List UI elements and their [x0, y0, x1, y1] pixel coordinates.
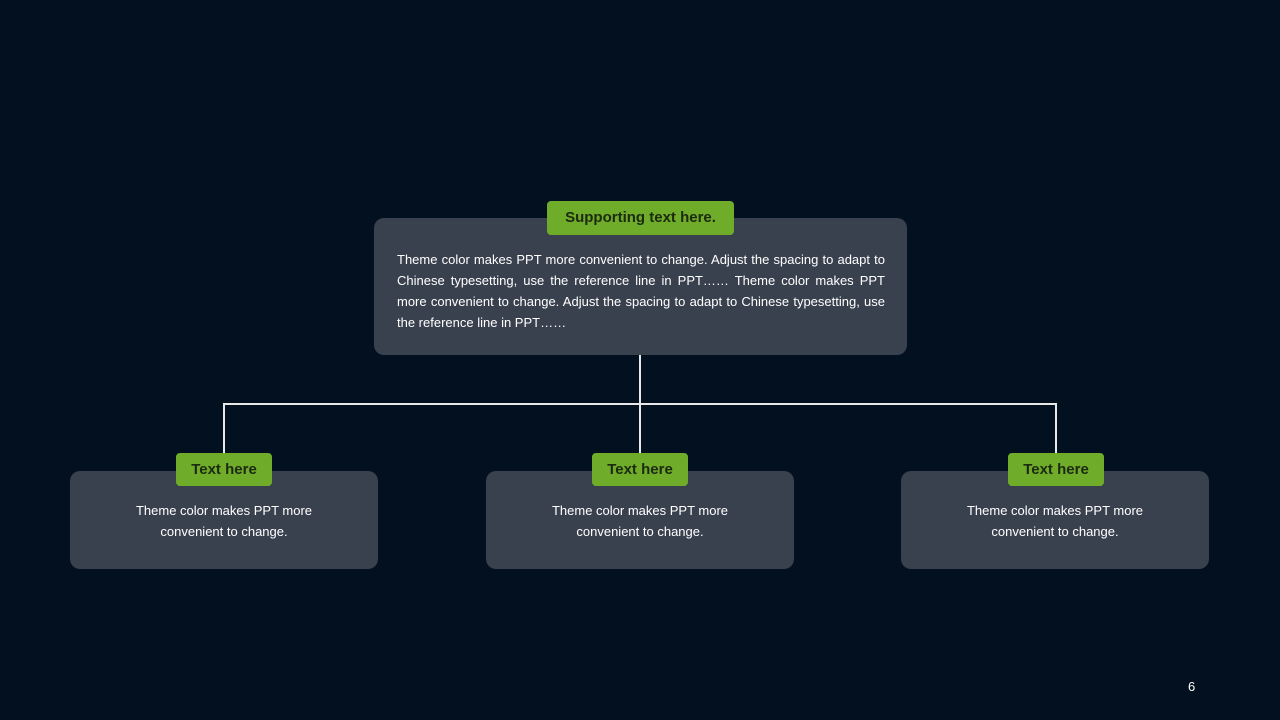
child-box-center: Theme color makes PPT more convenient to… [486, 471, 794, 569]
child-body-text: Theme color makes PPT more convenient to… [135, 503, 313, 539]
child-box-right: Theme color makes PPT more convenient to… [901, 471, 1209, 569]
child-body-text: Theme color makes PPT more convenient to… [966, 503, 1144, 539]
main-tag-label: Supporting text here. [547, 201, 734, 235]
connector-horizontal [223, 403, 1057, 405]
child-tag-left: Text here [176, 453, 272, 486]
page-number: 6 [1188, 679, 1196, 694]
child-tag-center: Text here [592, 453, 688, 486]
child-tag-right: Text here [1008, 453, 1104, 486]
child-box-left: Theme color makes PPT more convenient to… [70, 471, 378, 569]
connector-vertical-left [223, 403, 225, 453]
main-body-text: Theme color makes PPT more convenient to… [397, 252, 885, 330]
connector-vertical-right [1055, 403, 1057, 453]
child-body-text: Theme color makes PPT more convenient to… [551, 503, 729, 539]
main-text-box: Theme color makes PPT more convenient to… [374, 218, 907, 355]
